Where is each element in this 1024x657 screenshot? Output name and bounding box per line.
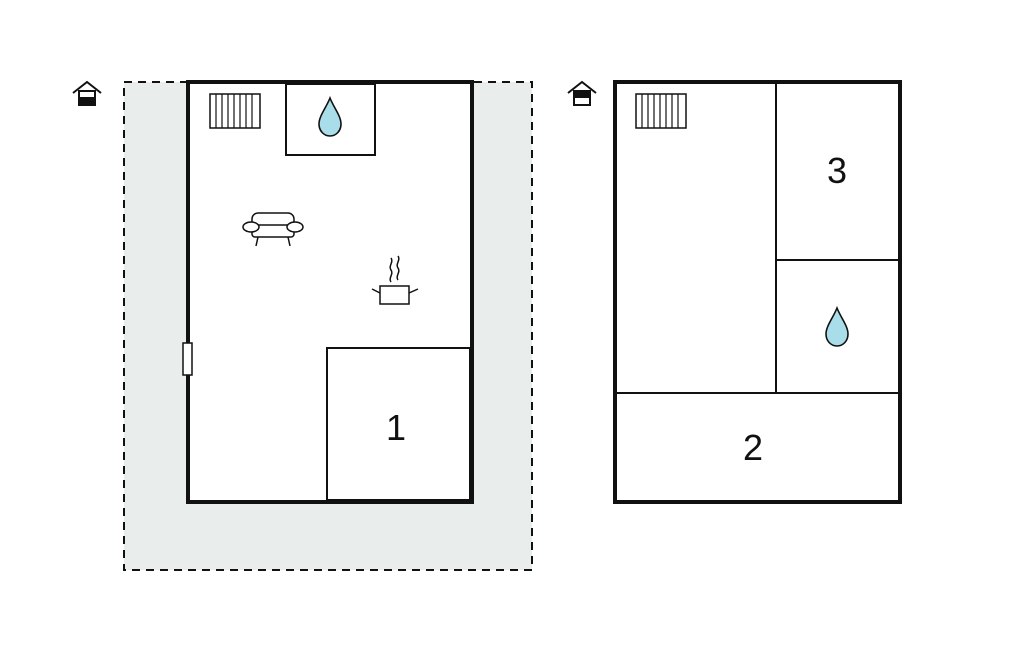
water-drop-icon	[825, 305, 849, 347]
house-floor-upper-icon	[567, 80, 597, 106]
cooking-pot-icon	[371, 255, 419, 305]
room-label-3: 3	[827, 150, 847, 191]
room-label-2: 2	[743, 427, 763, 468]
room-label-1: 1	[386, 407, 406, 448]
upper-floor-plan: 3 2	[567, 80, 902, 504]
water-drop-icon	[318, 95, 342, 137]
ground-room-1	[326, 347, 471, 501]
ground-floor-plan: 1	[72, 80, 533, 571]
door-icon	[182, 342, 193, 376]
sofa-icon	[242, 212, 304, 247]
house-floor-ground-icon	[72, 80, 102, 106]
radiator-icon	[209, 93, 261, 129]
upper-floor-house	[613, 80, 902, 504]
radiator-icon	[635, 93, 687, 129]
